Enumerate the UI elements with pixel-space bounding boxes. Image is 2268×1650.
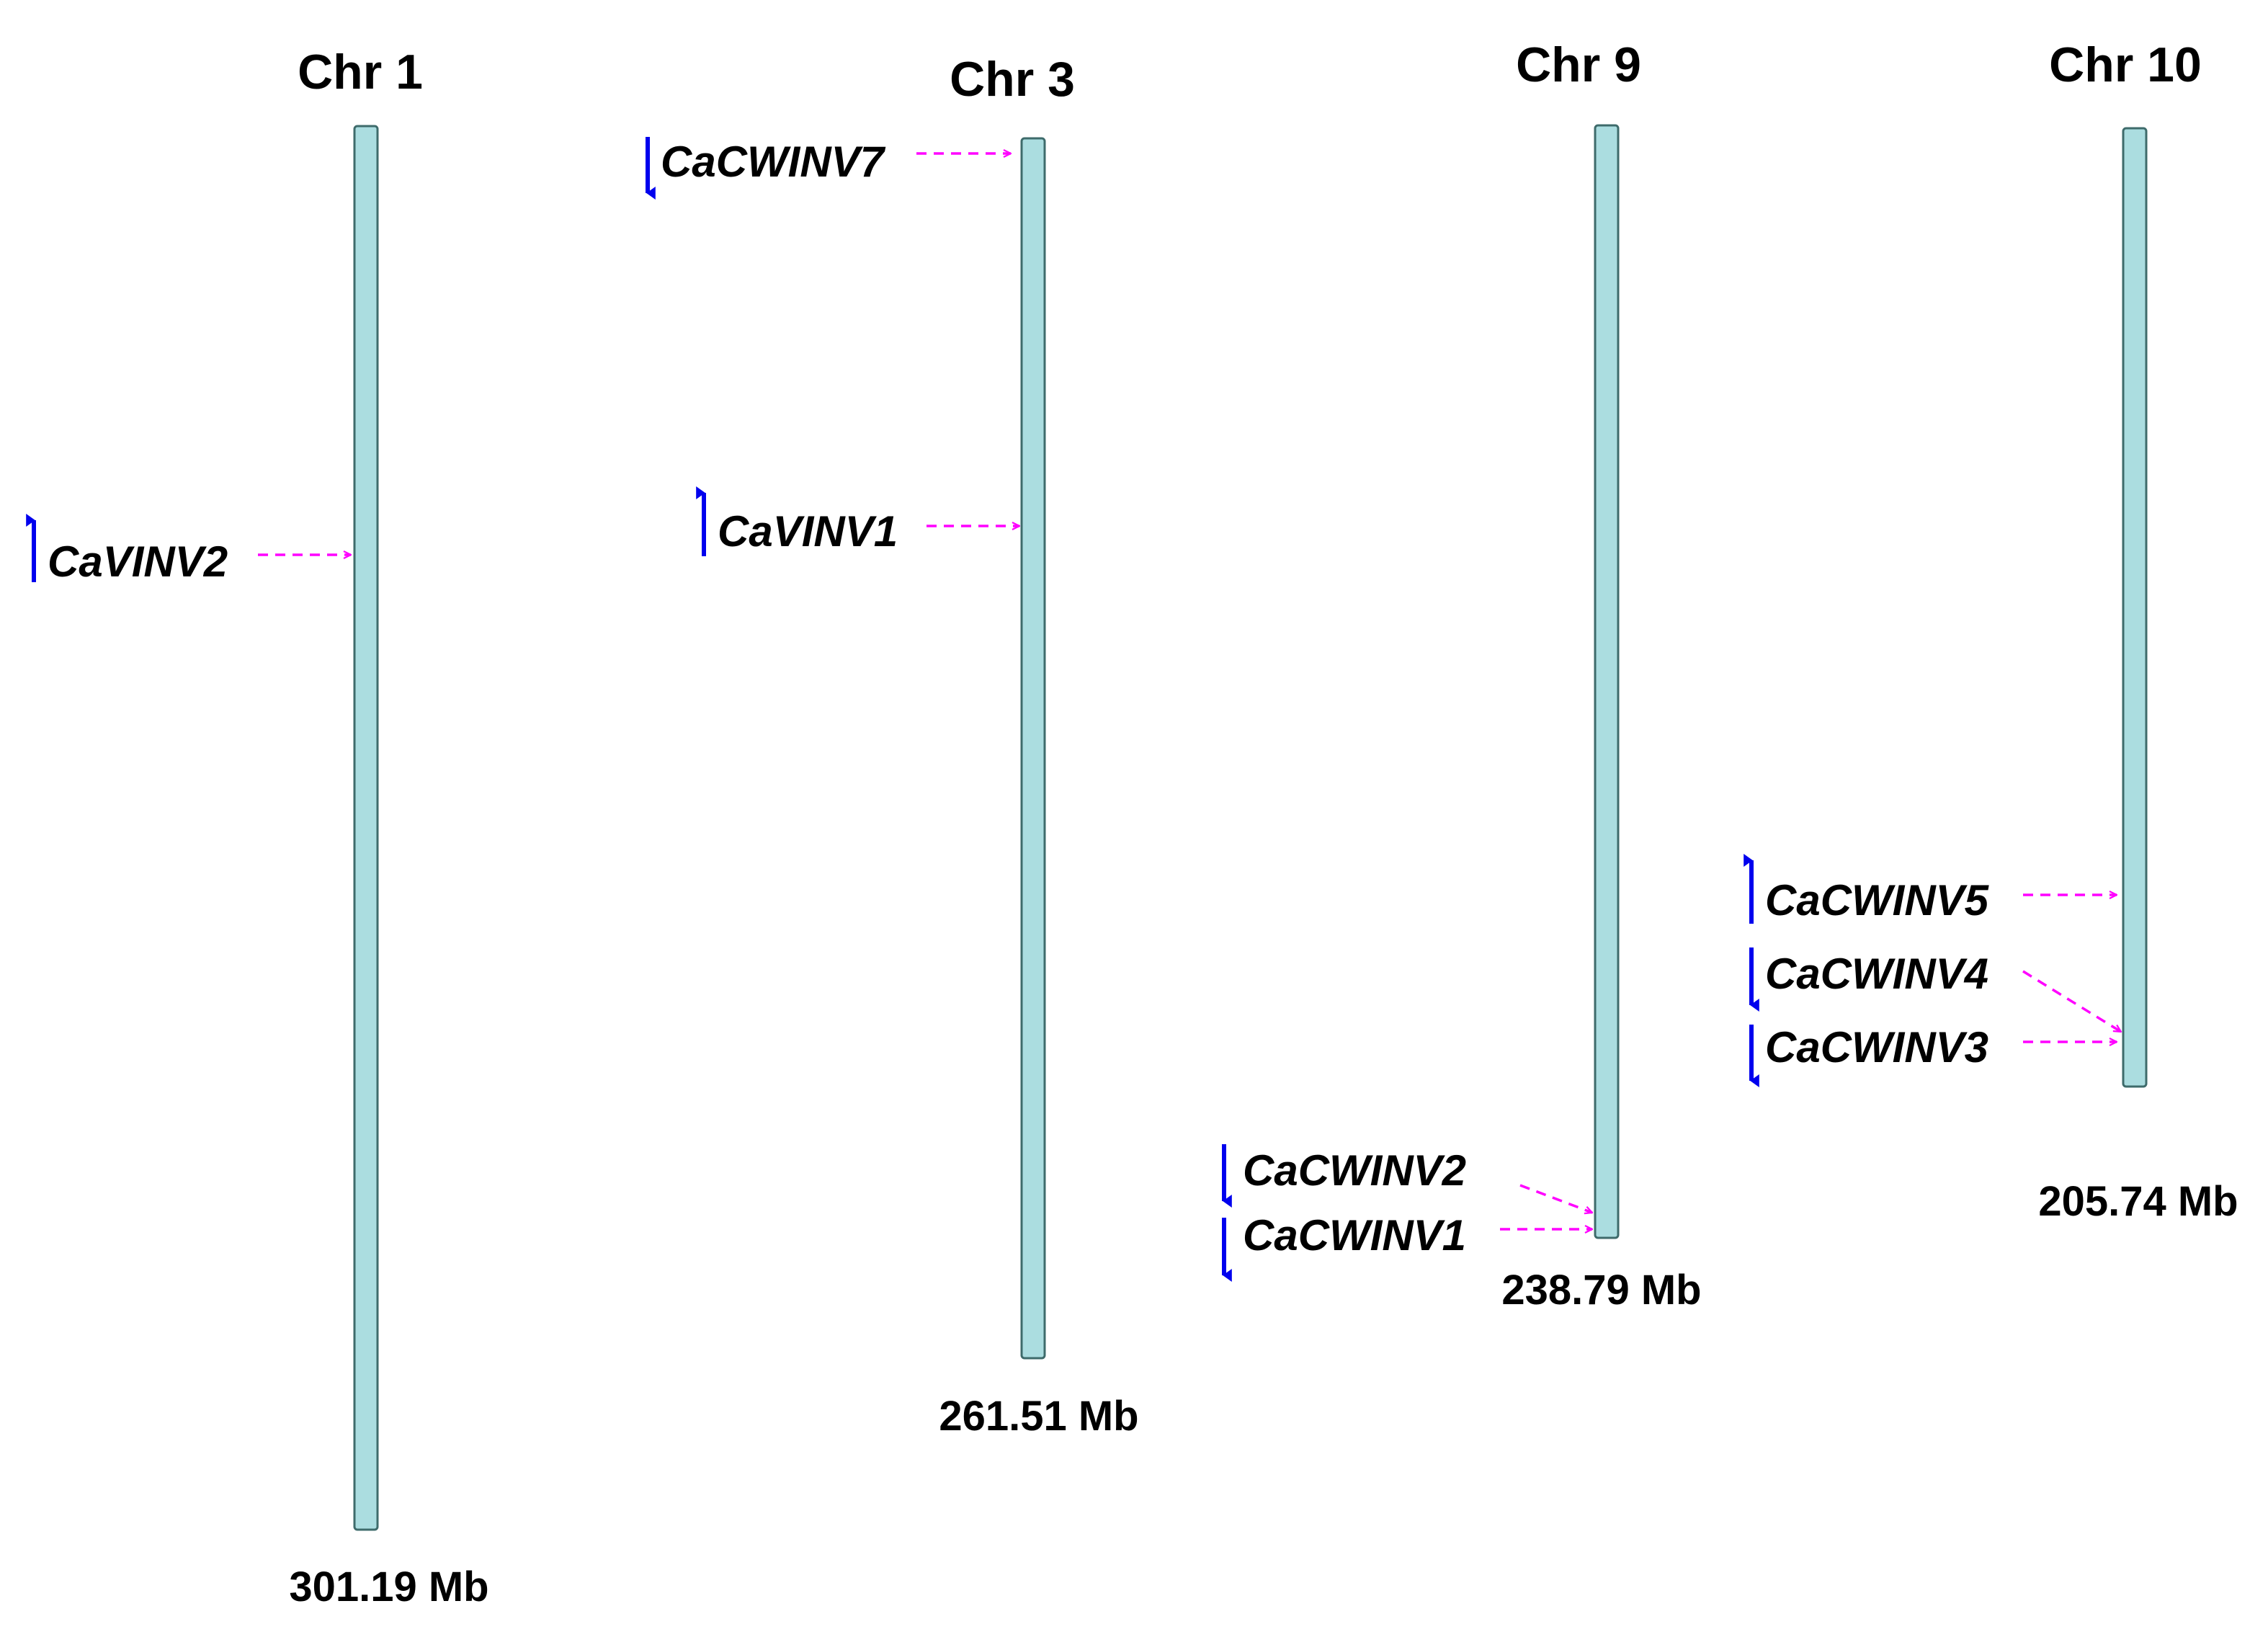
- gene-pointer-arrow: [1519, 1184, 1592, 1213]
- gene-label-cacwinv1: CaCWINV1: [1243, 1211, 1466, 1259]
- gene-label-cavinv1: CaVINV1: [718, 507, 898, 556]
- chromosome-bar-chr10: [2122, 127, 2148, 1088]
- gene-marker-cacwinv3: CaCWINV3: [1749, 1023, 2117, 1087]
- gene-marker-cacwinv7: CaCWINV7: [646, 137, 1011, 200]
- chromosome-title-chr9: Chr 9: [1516, 37, 1641, 92]
- chromosome-length-chr1: 301.19 Mb: [289, 1564, 488, 1610]
- gene-label-cacwinv5: CaCWINV5: [1765, 876, 1990, 924]
- chromosome-group-chr9: Chr 9 238.79 Mb CaCWINV2 CaCWINV1: [1222, 37, 1702, 1314]
- chromosome-group-chr10: Chr 10 205.74 Mb CaCWINV5 CaCWINV4 CaCWI…: [1744, 37, 2238, 1225]
- chromosome-group-chr3: Chr 3 261.51 Mb CaCWINV7 CaVINV1: [646, 52, 1139, 1440]
- chromosome-group-chr1: Chr 1 301.19 Mb CaVINV2: [26, 45, 489, 1610]
- gene-label-cacwinv4: CaCWINV4: [1765, 950, 1988, 998]
- gene-marker-cavinv1: CaVINV1: [696, 486, 1019, 556]
- gene-marker-cacwinv4: CaCWINV4: [1749, 947, 2121, 1033]
- gene-label-cavinv2: CaVINV2: [48, 538, 228, 586]
- gene-marker-cacwinv5: CaCWINV5: [1744, 854, 2117, 924]
- gene-label-cacwinv3: CaCWINV3: [1765, 1023, 1988, 1071]
- gene-label-cacwinv7: CaCWINV7: [661, 138, 886, 186]
- gene-label-cacwinv2: CaCWINV2: [1243, 1146, 1466, 1195]
- chromosome-title-chr3: Chr 3: [950, 52, 1075, 107]
- gene-marker-cavinv2: CaVINV2: [26, 514, 351, 586]
- chromosome-bar-chr3: [1020, 137, 1046, 1360]
- gene-marker-cacwinv2: CaCWINV2: [1222, 1144, 1592, 1213]
- chromosome-bar-chr9: [1594, 124, 1620, 1239]
- chromosome-title-chr1: Chr 1: [298, 45, 423, 99]
- chromosome-length-chr3: 261.51 Mb: [939, 1393, 1138, 1440]
- gene-marker-cacwinv1: CaCWINV1: [1222, 1211, 1592, 1282]
- chromosome-length-chr9: 238.79 Mb: [1501, 1267, 1701, 1314]
- chromosome-length-chr10: 205.74 Mb: [2038, 1178, 2238, 1225]
- chromosome-bar-chr1: [353, 125, 379, 1531]
- chromosome-title-chr10: Chr 10: [2049, 37, 2202, 92]
- gene-pointer-arrow: [2022, 970, 2121, 1033]
